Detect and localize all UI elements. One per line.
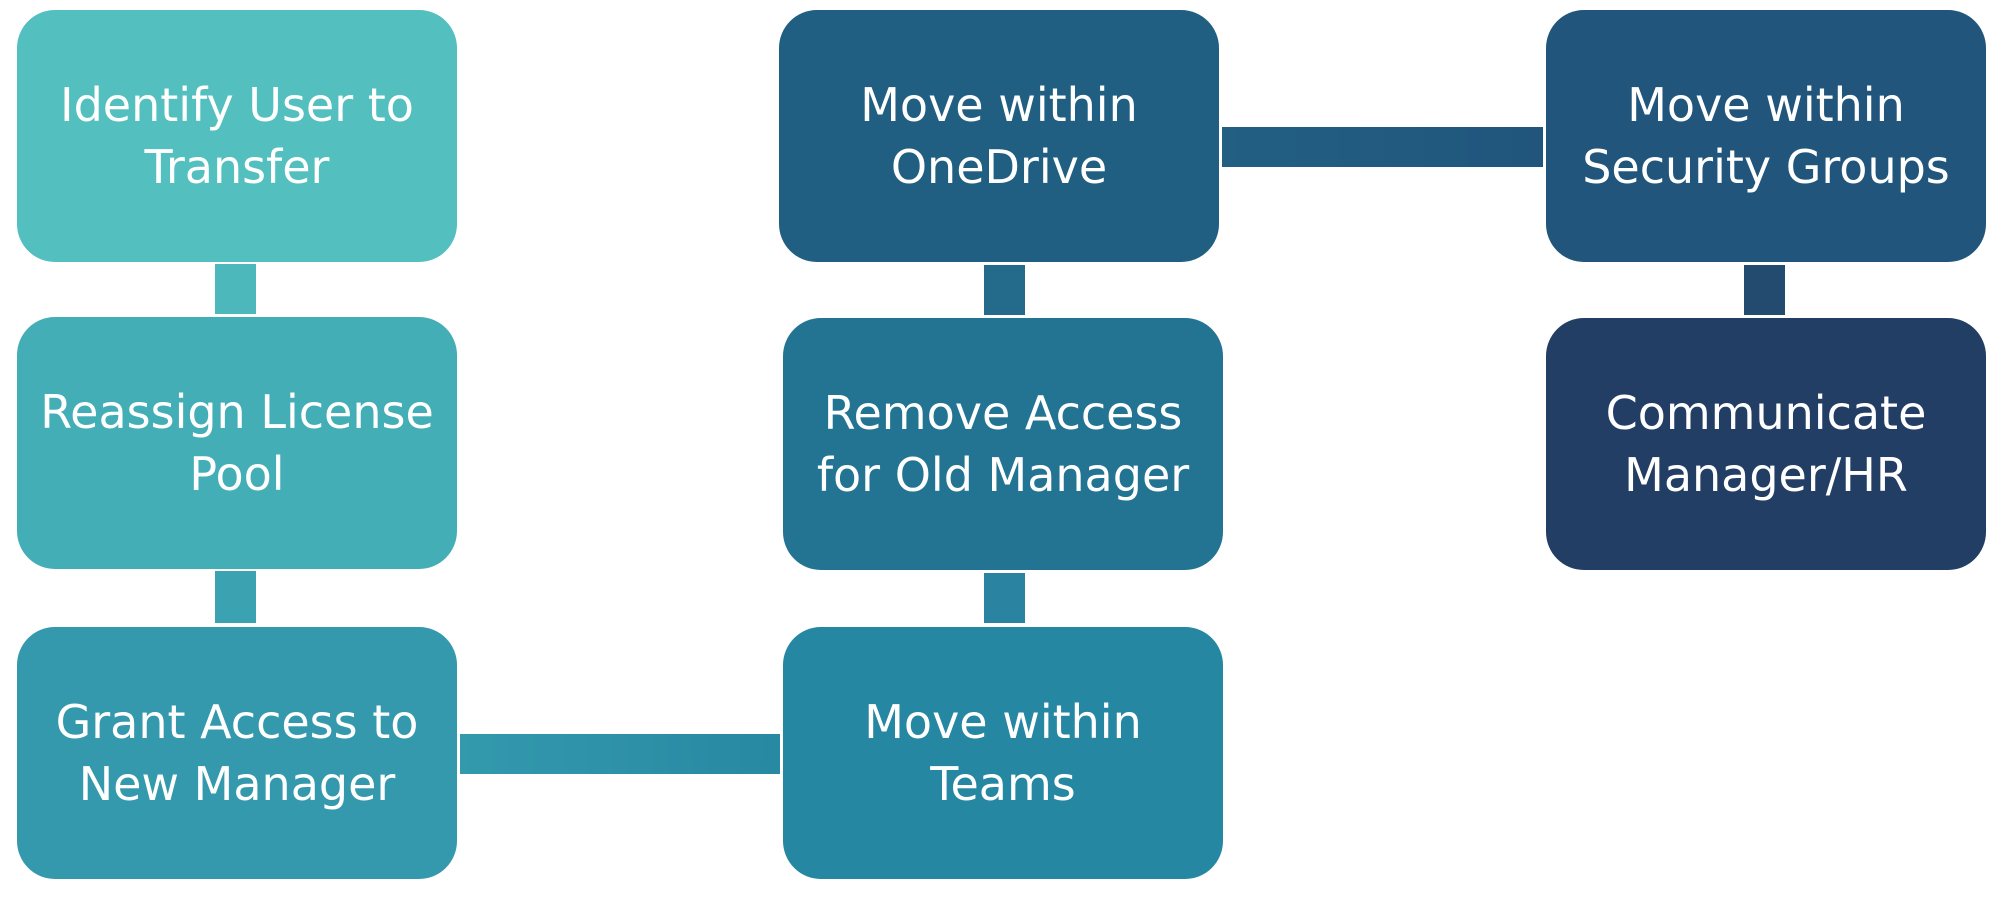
node-label: Reassign License Pool	[40, 385, 434, 501]
connector-identify-to-reassign	[215, 264, 256, 314]
connector-teams-to-remove-access	[984, 573, 1025, 623]
node-label: Move within Teams	[864, 695, 1142, 811]
node-identify-user: Identify User to Transfer	[17, 10, 457, 262]
node-move-within-onedrive: Move within OneDrive	[779, 10, 1219, 262]
node-remove-access: Remove Access for Old Manager	[783, 318, 1223, 570]
node-reassign-license-pool: Reassign License Pool	[17, 317, 457, 569]
node-move-within-security-groups: Move within Security Groups	[1546, 10, 1986, 262]
node-label: Grant Access to New Manager	[55, 695, 419, 811]
connector-security-groups-to-communicate	[1744, 265, 1785, 315]
node-label: Move within OneDrive	[860, 78, 1138, 194]
node-label: Identify User to Transfer	[60, 78, 414, 194]
connector-grant-to-teams	[460, 734, 780, 774]
node-label: Communicate Manager/HR	[1605, 386, 1927, 502]
connector-onedrive-to-security-groups	[1222, 127, 1543, 167]
connector-remove-access-to-onedrive	[984, 265, 1025, 315]
node-grant-access: Grant Access to New Manager	[17, 627, 457, 879]
node-move-within-teams: Move within Teams	[783, 627, 1223, 879]
connector-reassign-to-grant	[215, 571, 256, 623]
node-label: Move within Security Groups	[1582, 78, 1950, 194]
node-communicate-manager-hr: Communicate Manager/HR	[1546, 318, 1986, 570]
node-label: Remove Access for Old Manager	[816, 386, 1190, 502]
